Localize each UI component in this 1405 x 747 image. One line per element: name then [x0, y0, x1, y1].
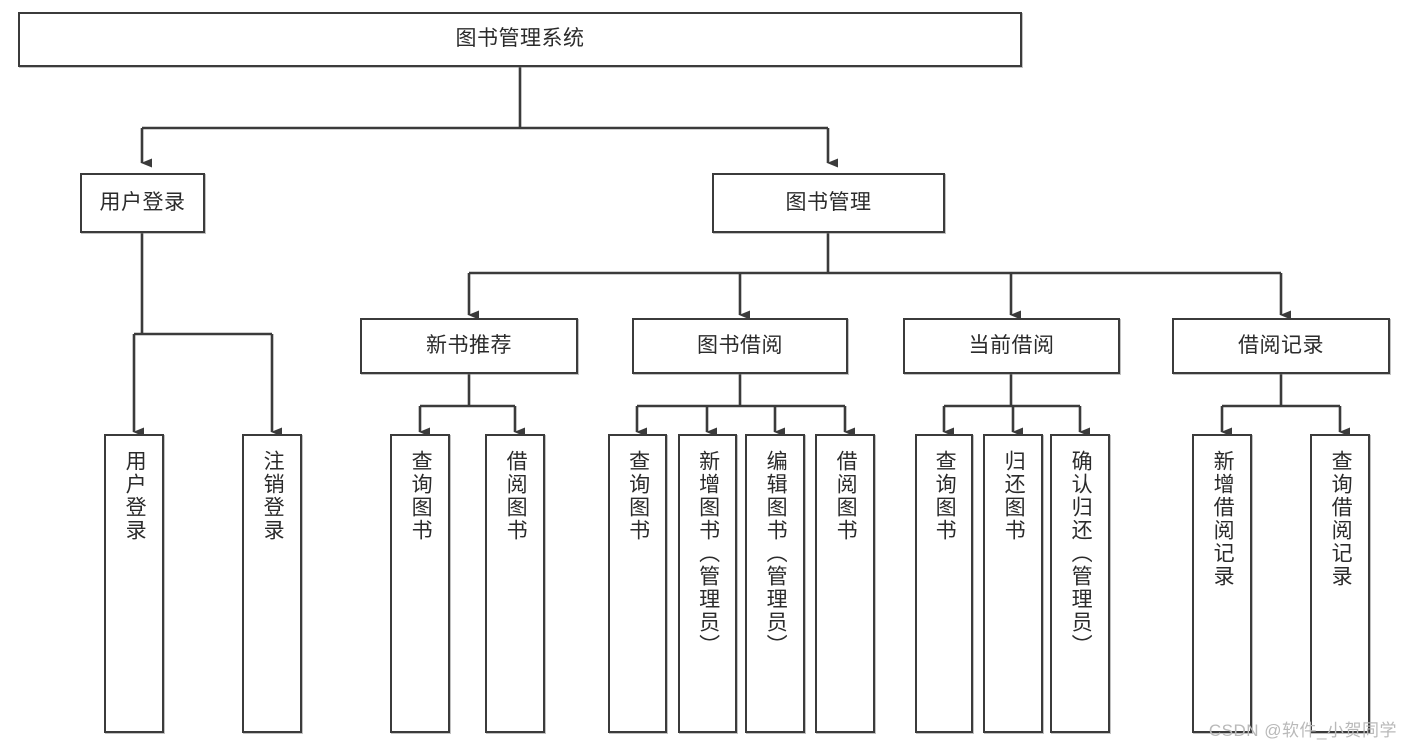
node-borrow-record-label: 借阅记录 [1238, 333, 1324, 357]
leaf-book-borrow-add-label: 新增图书（管理员） [696, 450, 720, 657]
node-book-management[interactable]: 图书管理 [712, 173, 945, 233]
node-root-label: 图书管理系统 [455, 27, 585, 51]
leaf-user-login-signout[interactable]: 注销登录 [242, 434, 302, 733]
node-user-login[interactable]: 用户登录 [80, 173, 205, 233]
node-book-borrow-label: 图书借阅 [697, 333, 783, 357]
node-new-book-recommend[interactable]: 新书推荐 [360, 318, 578, 374]
csdn-watermark: CSDN @软件_小贺同学 [1208, 721, 1397, 740]
node-borrow-record[interactable]: 借阅记录 [1172, 318, 1390, 374]
leaf-book-borrow-add[interactable]: 新增图书（管理员） [678, 434, 737, 733]
leaf-book-borrow-edit[interactable]: 编辑图书（管理员） [745, 434, 805, 733]
leaf-user-login-signin-label: 用户登录 [123, 450, 147, 542]
leaf-book-borrow-query[interactable]: 查询图书 [608, 434, 667, 733]
leaf-current-borrow-query-label: 查询图书 [933, 450, 957, 542]
leaf-new-book-query-label: 查询图书 [409, 450, 433, 542]
node-root[interactable]: 图书管理系统 [18, 12, 1022, 67]
leaf-book-borrow-lend[interactable]: 借阅图书 [815, 434, 875, 733]
leaf-current-borrow-confirm-label: 确认归还（管理员） [1069, 450, 1093, 657]
leaf-user-login-signin[interactable]: 用户登录 [104, 434, 164, 733]
leaf-current-borrow-return[interactable]: 归还图书 [983, 434, 1043, 733]
leaf-current-borrow-confirm[interactable]: 确认归还（管理员） [1050, 434, 1110, 733]
leaf-borrow-record-query[interactable]: 查询借阅记录 [1310, 434, 1370, 733]
leaf-borrow-record-add[interactable]: 新增借阅记录 [1192, 434, 1252, 733]
leaf-new-book-borrow[interactable]: 借阅图书 [485, 434, 545, 733]
node-book-management-label: 图书管理 [785, 190, 872, 214]
leaf-user-login-signout-label: 注销登录 [261, 450, 285, 542]
node-book-borrow[interactable]: 图书借阅 [632, 318, 848, 374]
node-user-login-label: 用户登录 [99, 190, 186, 214]
leaf-current-borrow-return-label: 归还图书 [1002, 450, 1026, 542]
node-current-borrow-label: 当前借阅 [968, 333, 1055, 357]
leaf-book-borrow-lend-label: 借阅图书 [834, 450, 858, 542]
leaf-new-book-borrow-label: 借阅图书 [504, 450, 528, 542]
leaf-current-borrow-query[interactable]: 查询图书 [915, 434, 973, 733]
leaf-new-book-query[interactable]: 查询图书 [390, 434, 450, 733]
leaf-borrow-record-add-label: 新增借阅记录 [1211, 450, 1235, 588]
leaf-borrow-record-query-label: 查询借阅记录 [1329, 450, 1353, 588]
leaf-book-borrow-edit-label: 编辑图书（管理员） [764, 450, 788, 657]
node-current-borrow[interactable]: 当前借阅 [903, 318, 1120, 374]
leaf-book-borrow-query-label: 查询图书 [626, 450, 650, 542]
node-new-book-recommend-label: 新书推荐 [426, 333, 512, 357]
